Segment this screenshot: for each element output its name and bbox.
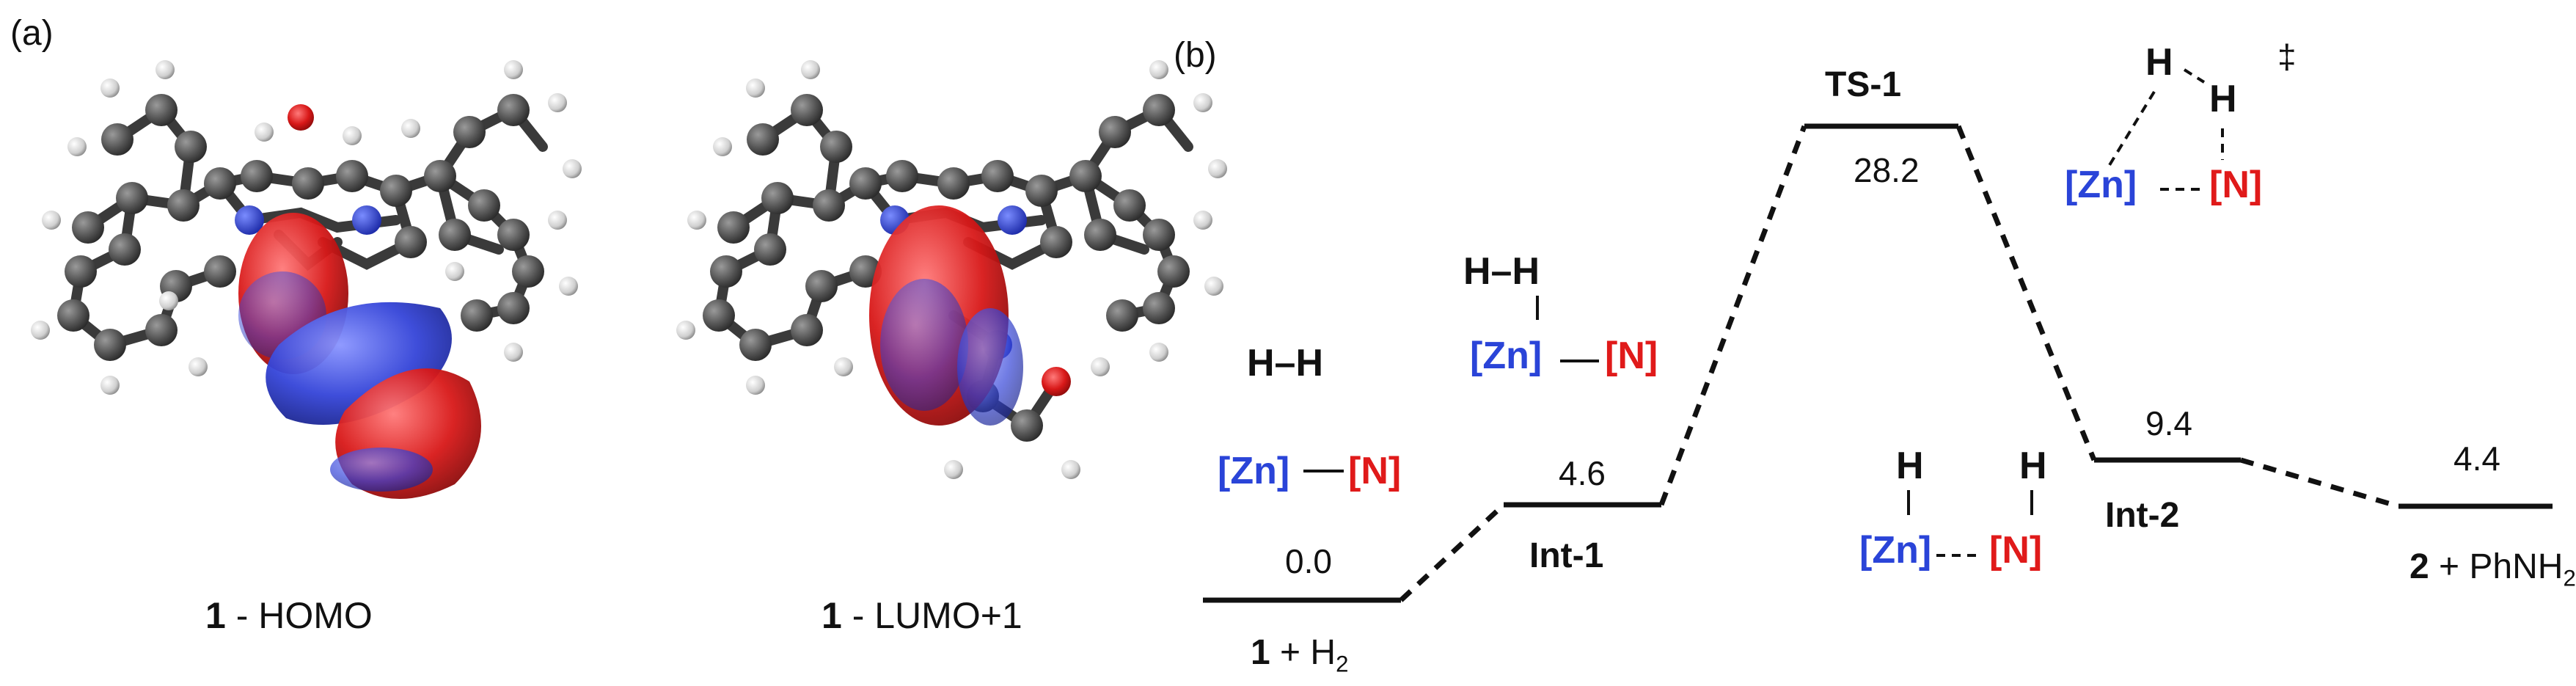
- state-label-ts1: TS-1: [1825, 65, 1902, 104]
- energy-value-end: 4.4: [2454, 439, 2500, 478]
- state-label-end: 2 + PhNH2: [2409, 547, 2576, 592]
- fragment-h2-ts: H: [2209, 78, 2237, 120]
- fragment-n-start: [N]: [1348, 450, 1402, 492]
- fragment-h1-ts: H: [2145, 41, 2173, 84]
- fragment-n-int2: [N]: [1989, 529, 2043, 572]
- bond-dash-h-h-ts: [2183, 68, 2206, 84]
- state-label-int2: Int-2: [2105, 496, 2180, 535]
- fragment-n-ts: [N]: [2209, 164, 2263, 206]
- fragment-zn-int2: [Zn]: [1859, 529, 1932, 572]
- end-label-sub: 2: [2563, 565, 2576, 591]
- energy-value-int2: 9.4: [2145, 404, 2192, 442]
- homo-lobes: [238, 213, 481, 499]
- fragment-zn-ts: [Zn]: [2065, 164, 2137, 206]
- fragment-h-n-int2: H: [2019, 445, 2047, 487]
- fragment-h2-start: H–H: [1247, 342, 1324, 384]
- start-compound-number: 1: [1251, 633, 1270, 672]
- end-label-rest: + PhNH: [2429, 547, 2564, 586]
- fragment-n-int1: [N]: [1605, 335, 1658, 377]
- bond-dash-h-zn-ts: [2108, 90, 2156, 167]
- start-label-sub: 2: [1336, 651, 1349, 677]
- end-compound-number: 2: [2409, 547, 2429, 586]
- lumo-atoms: [676, 60, 1227, 479]
- homo-atoms: [31, 60, 582, 395]
- fragment-h-zn-int2: H: [1896, 445, 1924, 487]
- start-label-rest: + H: [1270, 633, 1336, 672]
- fragment-zn-int1: [Zn]: [1470, 335, 1543, 377]
- connector-start-int1: [1399, 503, 1506, 602]
- state-label-int1: Int-1: [1529, 536, 1604, 575]
- fragment-zn-start: [Zn]: [1218, 450, 1290, 492]
- energy-value-int1: 4.6: [1559, 454, 1606, 492]
- lumo-lobes: [869, 205, 1023, 426]
- transition-state-dagger: ‡: [2277, 37, 2297, 76]
- lumo-compound-number: 1: [822, 595, 842, 636]
- connector-int1-ts1: [1658, 125, 1807, 506]
- state-label-start: 1 + H2: [1251, 632, 1348, 678]
- energy-value-start: 0.0: [1285, 542, 1332, 580]
- connector-int2-end: [2240, 457, 2399, 509]
- lumo-caption-text: - LUMO+1: [841, 595, 1022, 636]
- homo-caption-text: - HOMO: [225, 595, 373, 636]
- homo-caption: 1 - HOMO: [205, 594, 373, 637]
- energy-value-ts1: 28.2: [1854, 151, 1920, 189]
- fragment-h2-int1: H–H: [1463, 250, 1540, 293]
- connector-ts1-int2: [1955, 125, 2097, 461]
- panel-label-a: (a): [10, 14, 54, 53]
- homo-compound-number: 1: [205, 595, 226, 636]
- lumo-caption: 1 - LUMO+1: [822, 594, 1022, 637]
- panel-label-b: (b): [1174, 36, 1217, 75]
